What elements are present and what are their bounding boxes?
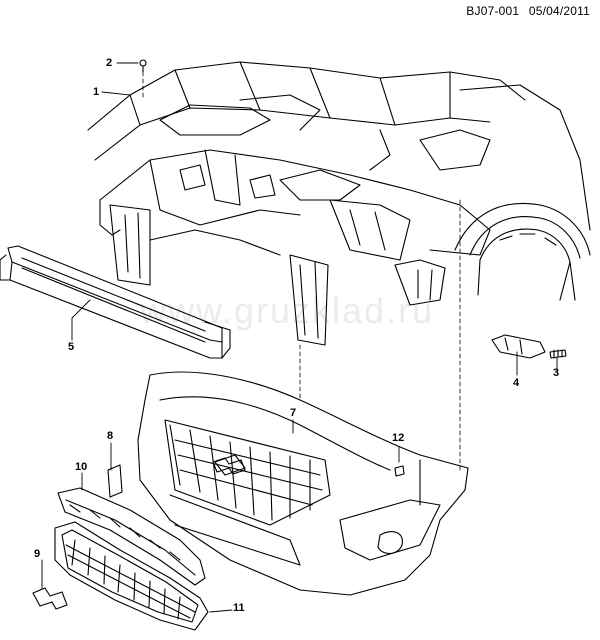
impact-bar xyxy=(0,245,231,359)
callout-10: 10 xyxy=(75,461,88,473)
bumper-bracket xyxy=(491,334,546,359)
alignment-lines xyxy=(142,71,461,471)
lower-grille xyxy=(54,521,209,631)
callout-2: 2 xyxy=(106,57,113,69)
document-code: BJ07-001 xyxy=(466,4,520,18)
emblem-part-9 xyxy=(32,587,68,610)
callout-4: 4 xyxy=(513,377,520,389)
tow-hook-cover xyxy=(107,464,123,498)
callout-12: 12 xyxy=(392,432,405,444)
fender-wheel-liner xyxy=(454,202,591,301)
front-bumper-fascia xyxy=(137,371,469,596)
callout-1: 1 xyxy=(93,86,100,98)
leader-lines xyxy=(41,62,558,613)
bumper-emblem xyxy=(212,457,246,475)
clip-part-2 xyxy=(139,59,147,73)
callout-5: 5 xyxy=(68,341,75,353)
callout-11: 11 xyxy=(233,602,245,614)
callout-8: 8 xyxy=(107,430,114,442)
front-body-structure xyxy=(87,61,591,346)
callout-7: 7 xyxy=(290,407,297,419)
screw-part-3 xyxy=(549,349,567,359)
callout-9: 9 xyxy=(34,548,41,560)
callout-3: 3 xyxy=(553,367,560,379)
upper-grille xyxy=(57,487,206,586)
document-date: 05/04/2011 xyxy=(528,4,590,18)
document-header: BJ07-001 05/04/2011 xyxy=(460,4,590,18)
